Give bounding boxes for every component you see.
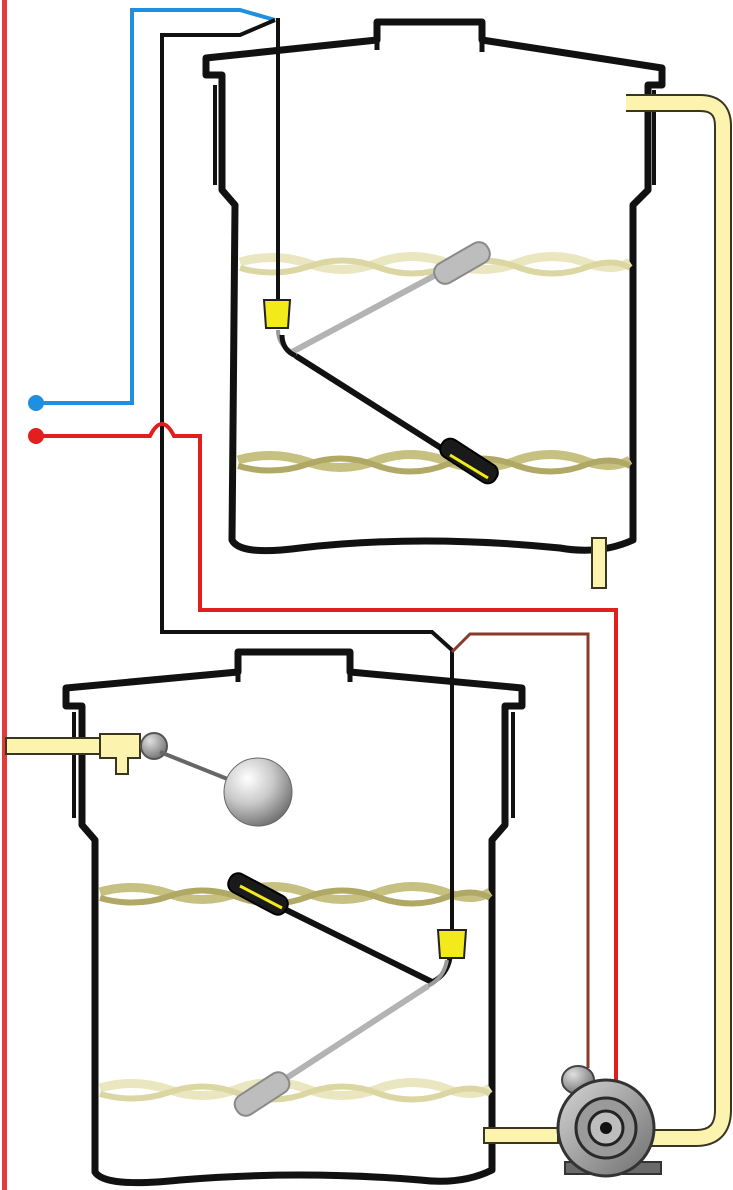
upper-level-low xyxy=(236,449,633,475)
blue-terminal xyxy=(28,395,44,411)
upper-tank xyxy=(202,18,666,555)
suction-pipe xyxy=(483,1127,559,1144)
red-wire xyxy=(36,421,618,1082)
inlet-pipe xyxy=(5,737,111,755)
blue-wire xyxy=(36,8,276,405)
lower-tank xyxy=(62,648,526,1187)
delivery-pipe xyxy=(626,96,730,1145)
lower-level-low xyxy=(98,1077,493,1103)
float-ball xyxy=(223,757,293,827)
red-terminal xyxy=(28,428,44,444)
float-switch-upper xyxy=(262,18,499,485)
upper-float-cable xyxy=(160,18,454,652)
float-switch-upper-body xyxy=(262,299,292,329)
brown-wire xyxy=(450,632,590,1068)
wall-line xyxy=(2,0,7,1190)
float-switch-lower-body xyxy=(436,929,468,959)
delivery-pipe-outline xyxy=(626,94,732,1147)
upper-outlet-pipe xyxy=(591,537,607,589)
pump xyxy=(556,1065,662,1178)
float-switch-lower xyxy=(227,650,468,1117)
lower-level-high xyxy=(98,881,493,907)
float-valve xyxy=(5,732,293,827)
